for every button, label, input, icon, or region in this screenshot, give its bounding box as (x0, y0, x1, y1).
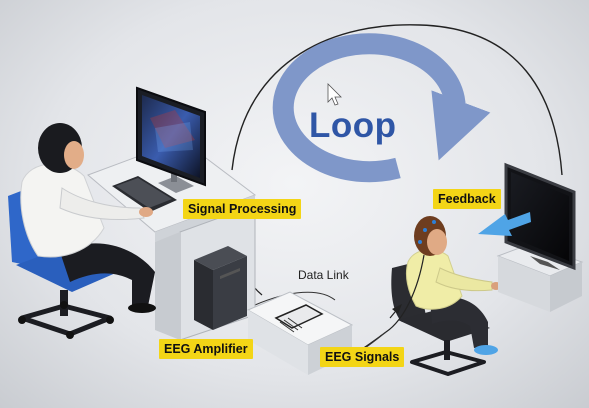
signal-processing-label: Signal Processing (183, 199, 302, 219)
eeg-amplifier-label: EEG Amplifier (159, 339, 253, 359)
left-monitor-stand (158, 176, 194, 193)
left-person-arm (59, 187, 145, 220)
right-person-arm (435, 267, 493, 292)
data-link-label: Data Link (298, 268, 349, 282)
outer-loop-line (231, 24, 563, 176)
right-monitor-screen (511, 172, 569, 261)
right-chair-seat (398, 308, 490, 342)
eeg-signals-label: EEG Signals (320, 347, 405, 367)
data-link-cable-2 (254, 291, 336, 306)
feedback-arrow (478, 212, 531, 236)
feedback-label: Feedback (433, 189, 501, 209)
left-monitor-screen (142, 95, 200, 178)
cursor-icon (327, 83, 342, 106)
left-person-legs (60, 243, 155, 306)
right-person-legs (430, 296, 488, 348)
loop-title: Loop (309, 106, 397, 145)
loop-arrow (272, 33, 491, 183)
right-chair-base (410, 350, 486, 376)
computer-tower (194, 246, 247, 270)
